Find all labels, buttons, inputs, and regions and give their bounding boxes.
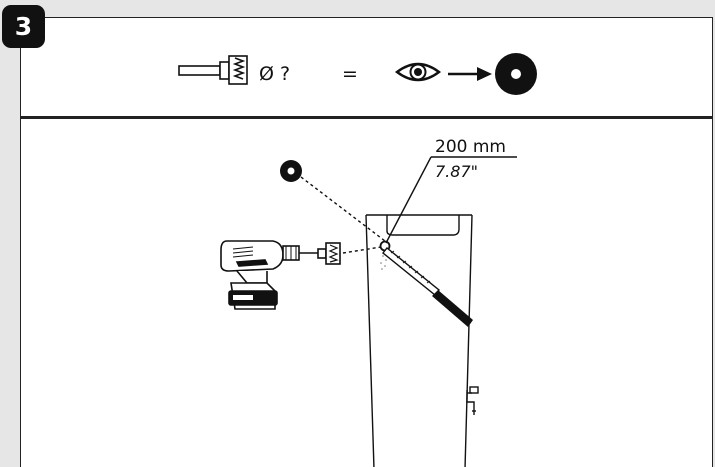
sight-line	[300, 176, 386, 242]
measurement-metric: 200 mm	[435, 137, 506, 157]
eye-icon	[395, 62, 441, 82]
water-tap-icon	[466, 386, 479, 415]
arrow-right-icon	[448, 67, 492, 81]
drill-dust	[380, 255, 387, 270]
equals-sign: =	[342, 63, 358, 85]
rain-column	[365, 214, 473, 467]
diameter-question: Ø ?	[259, 63, 290, 85]
leader-line	[385, 156, 432, 244]
step-number-badge: 3	[2, 5, 45, 48]
step-number: 3	[14, 12, 33, 41]
header-panel: Ø ? =	[20, 17, 713, 117]
measurement-imperial: 7.87"	[435, 162, 478, 181]
cordless-drill-icon	[220, 240, 341, 310]
hole-marker-icon	[495, 53, 537, 95]
main-diagram: 200 mm 7.87"	[220, 137, 517, 467]
drill-alignment-line	[342, 246, 382, 254]
hole-marker-icon	[280, 160, 302, 182]
header-diagram: Ø ? =	[178, 53, 537, 95]
round-file-icon	[382, 247, 473, 327]
main-panel: 200 mm 7.87"	[20, 117, 713, 467]
drill-bit-icon	[178, 55, 248, 85]
measurement-callout: 200 mm 7.87"	[385, 137, 517, 244]
